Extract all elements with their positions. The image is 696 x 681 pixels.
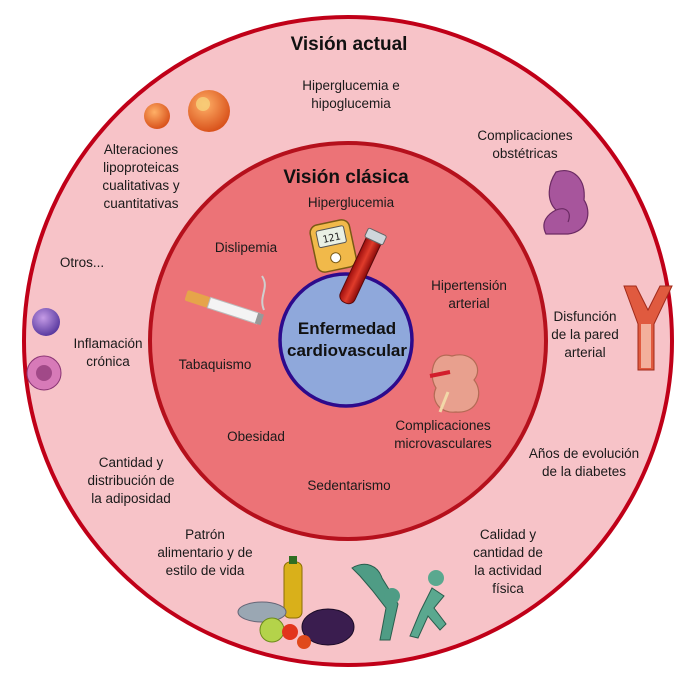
label-tabaquismo: Tabaquismo (178, 357, 252, 372)
blood-cells-icon (144, 90, 230, 132)
kidney-icon (429, 354, 480, 413)
center-label: Enfermedad cardiovascular (286, 319, 408, 360)
label-actividad: Calidad y cantidad de la actividad físic… (473, 527, 543, 596)
label-patron: Patrón alimentario y de estilo de vida (157, 527, 253, 578)
label-anos-evolucion: Años de evolución de la diabetes (528, 446, 640, 479)
label-obesidad: Obesidad (227, 429, 285, 444)
label-inflamacion: Inflamación crónica (73, 336, 143, 369)
svg-text:121: 121 (322, 231, 342, 246)
pregnant-belly-icon (543, 170, 589, 235)
label-hiperglucemia: Hiperglucemia (307, 195, 395, 210)
cigarette-icon (184, 275, 266, 326)
label-lipoproteicas: Alteraciones lipoproteicas cualitativas … (102, 142, 180, 211)
label-otros: Otros... (59, 255, 105, 270)
label-sedentarismo: Sedentarismo (307, 478, 391, 493)
inner-title: Visión clásica (283, 167, 409, 188)
label-complicaciones-micro: Complicaciones microvasculares (394, 418, 492, 451)
outer-title: Visión actual (290, 34, 408, 55)
center-circle (278, 272, 414, 408)
artery-icon (623, 285, 673, 371)
exercising-people-icon (351, 563, 447, 641)
label-dislipemia: Dislipemia (214, 240, 278, 255)
label-hipertension: Hipertensión arterial (431, 278, 507, 311)
glucometer-icon: 121 (309, 219, 387, 305)
white-blood-cell-icon (26, 308, 62, 391)
label-hiper-hipo: Hiperglucemia e hipoglucemia (302, 78, 400, 111)
healthy-food-icon (237, 556, 355, 649)
label-obstetricas: Complicaciones obstétricas (477, 128, 573, 161)
label-adiposidad: Cantidad y distribución de la adiposidad (87, 455, 175, 506)
label-disfuncion: Disfunción de la pared arterial (551, 309, 619, 360)
